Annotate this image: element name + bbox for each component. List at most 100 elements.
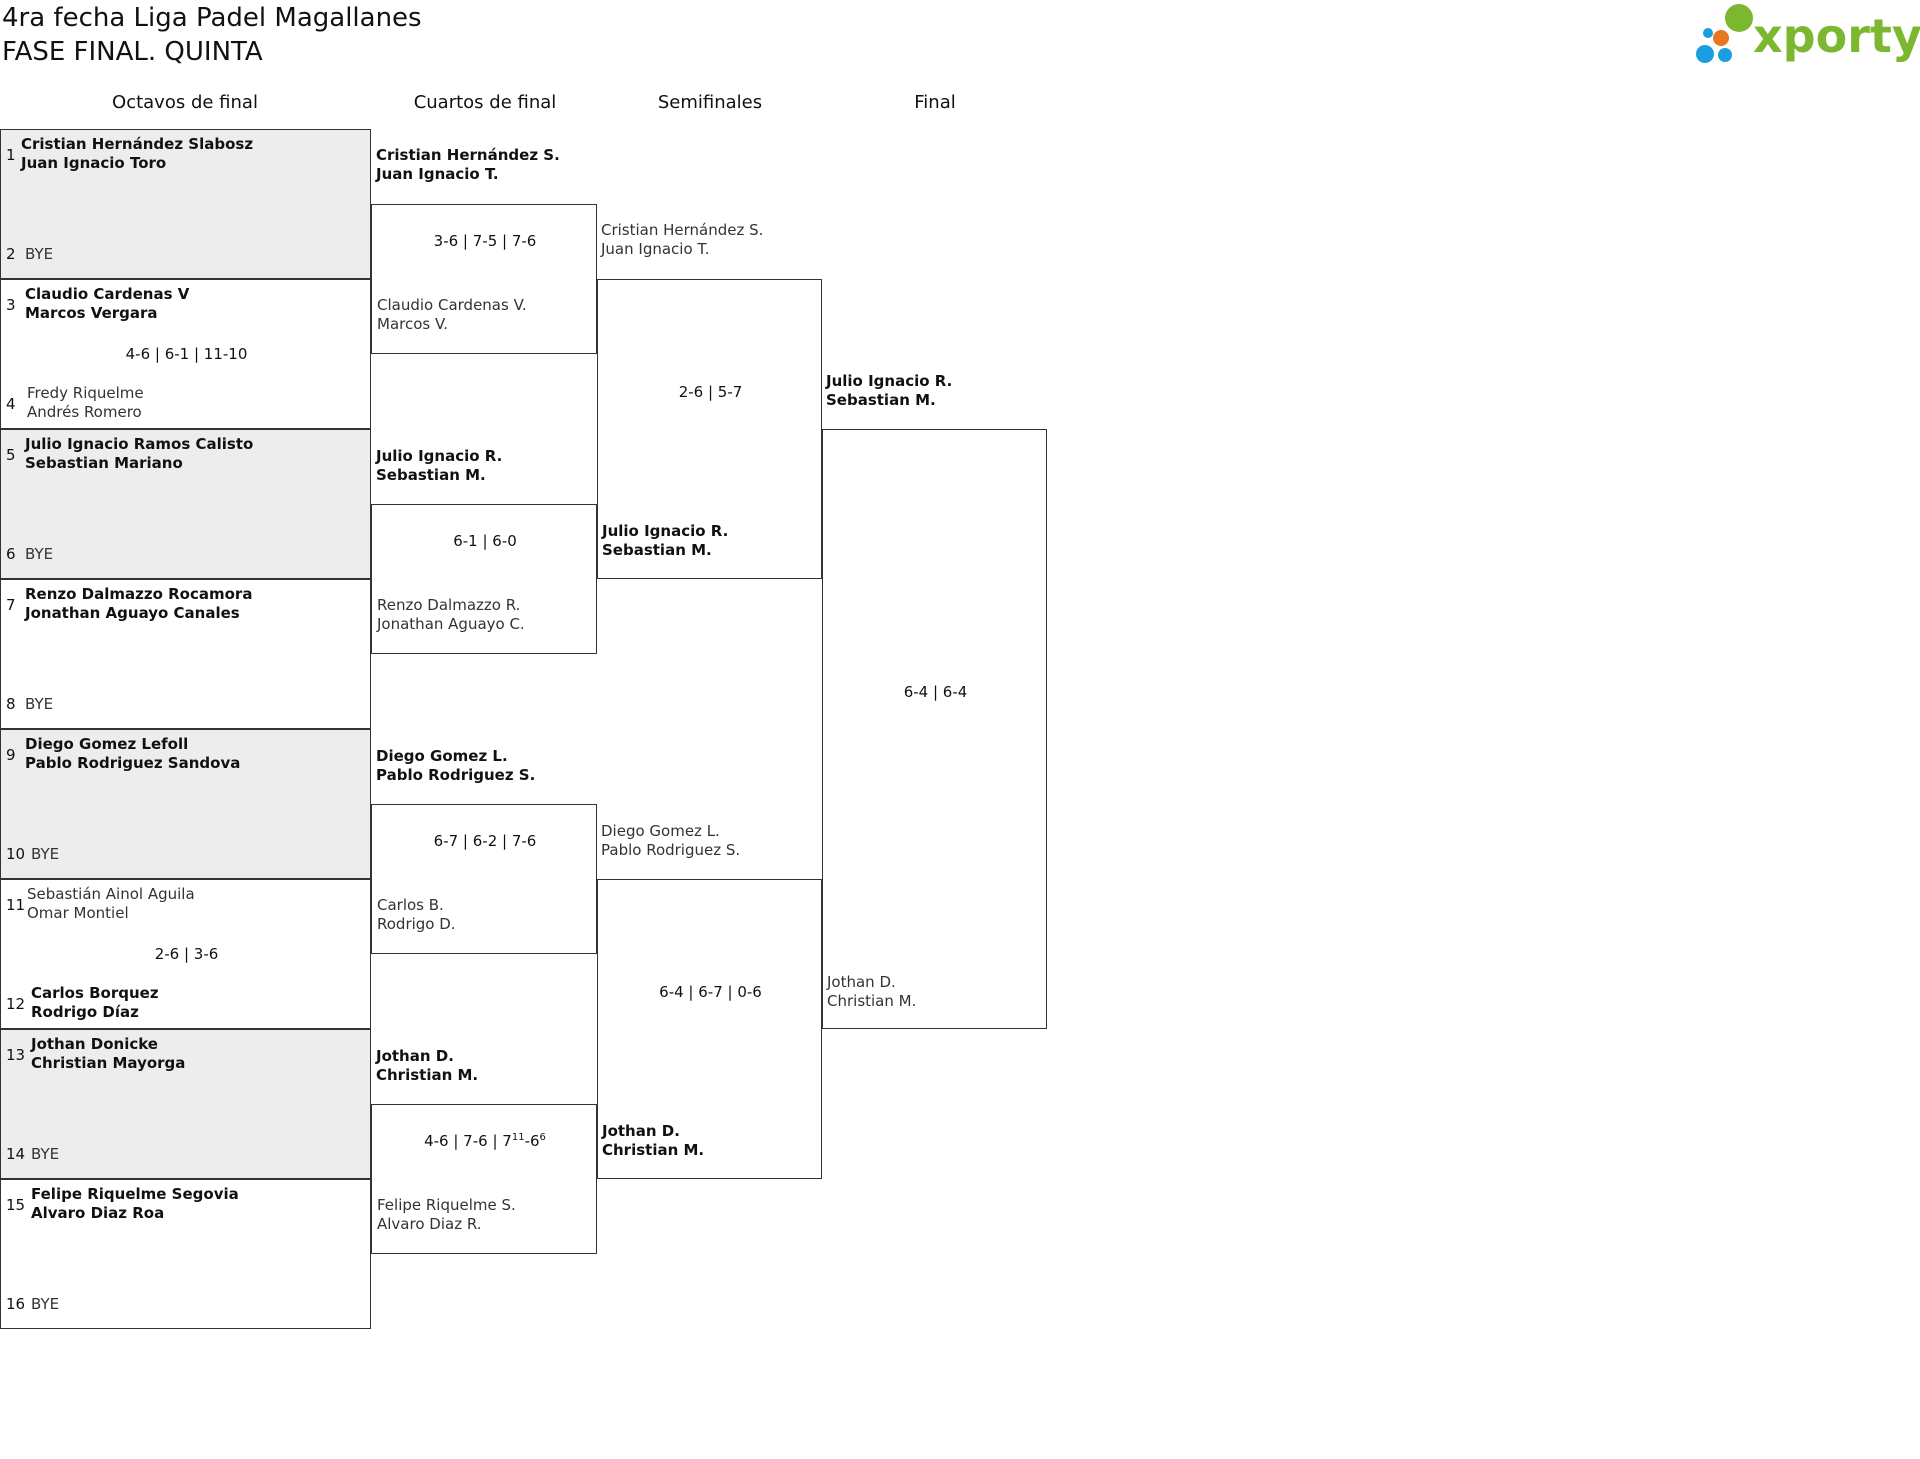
qf-match-1: 3-6 | 7-5 | 7-6 Claudio Cardenas V.Marco…	[371, 204, 597, 354]
seed: 15	[6, 1196, 26, 1214]
match-score: 3-6 | 7-5 | 7-6	[433, 232, 537, 250]
player: Cristian Hernández S.	[601, 221, 764, 239]
team-b: BYE	[25, 545, 54, 563]
logo-dot-blue-small	[1718, 48, 1732, 62]
team-b: BYE	[31, 845, 60, 863]
round-header-sf: Semifinales	[657, 92, 763, 113]
logo-dot-green	[1725, 4, 1753, 32]
player: Christian M.	[827, 992, 917, 1010]
player: Sebastian Mariano	[25, 454, 183, 472]
round-header-r16: Octavos de final	[112, 92, 258, 113]
sf-match-2: 6-4 | 6-7 | 0-6 Jothan D.Christian M.	[597, 879, 822, 1179]
seed: 1	[6, 146, 16, 164]
player: Marcos V.	[377, 315, 449, 333]
player: Felipe Riquelme Segovia	[31, 1185, 239, 1203]
round-header-qf: Cuartos de final	[413, 92, 557, 113]
team-b: BYE	[31, 1295, 60, 1313]
player: Sebastian M.	[376, 466, 486, 484]
player: Rodrigo D.	[377, 915, 456, 933]
player: Christian Mayorga	[31, 1054, 186, 1072]
qf1-team-a: Cristian Hernández S.Juan Ignacio T.	[376, 146, 560, 184]
player: Renzo Dalmazzo Rocamora	[25, 585, 253, 603]
player: Cristian Hernández Slabosz	[21, 135, 254, 153]
qf4-team-b: Felipe Riquelme S.Alvaro Diaz R.	[377, 1196, 516, 1234]
player: Juan Ignacio Toro	[21, 154, 167, 172]
seed: 11	[6, 896, 26, 914]
player: Pablo Rodriguez S.	[601, 841, 741, 859]
player: Juan Ignacio T.	[601, 240, 710, 258]
round-header-final: Final	[914, 92, 956, 113]
player: Jothan D.	[602, 1122, 680, 1140]
player: Andrés Romero	[27, 403, 142, 421]
qf4-team-a: Jothan D.Christian M.	[376, 1047, 478, 1085]
player: Carlos Borquez	[31, 984, 159, 1002]
final-team-b: Jothan D.Christian M.	[827, 973, 916, 1011]
match-score: 6-1 | 6-0	[453, 532, 517, 550]
player: Omar Montiel	[27, 904, 129, 922]
seed: 13	[6, 1046, 26, 1064]
seed: 4	[6, 395, 16, 413]
player: Jothan Donicke	[31, 1035, 158, 1053]
logo-dot-blue-tiny	[1703, 28, 1713, 38]
qf2-team-a: Julio Ignacio R.Sebastian M.	[376, 447, 502, 485]
player: Alvaro Diaz R.	[377, 1215, 482, 1233]
match-score: 4-6 | 6-1 | 11-10	[125, 345, 248, 363]
player: Cristian Hernández S.	[376, 146, 560, 164]
page-subtitle: FASE FINAL. QUINTA	[2, 37, 263, 67]
sf2-team-a: Diego Gomez L.Pablo Rodriguez S.	[601, 822, 740, 860]
player: Julio Ignacio R.	[826, 372, 953, 390]
qf3-team-a: Diego Gomez L.Pablo Rodriguez S.	[376, 747, 535, 785]
player: Diego Gomez Lefoll	[25, 735, 189, 753]
player: Christian M.	[602, 1141, 705, 1159]
qf-match-2: 6-1 | 6-0 Renzo Dalmazzo R.Jonathan Agua…	[371, 504, 597, 654]
seed: 3	[6, 296, 16, 314]
xporty-logo: xporty	[1696, 4, 1920, 63]
player: Jothan D.	[827, 973, 896, 991]
player: Jothan D.	[376, 1047, 454, 1065]
qf1-team-b: Claudio Cardenas V.Marcos V.	[377, 296, 527, 334]
player: Sebastian M.	[602, 541, 712, 559]
player: Felipe Riquelme S.	[377, 1196, 516, 1214]
final-team-a: Julio Ignacio R.Sebastian M.	[826, 372, 952, 410]
seed: 10	[6, 845, 26, 863]
qf-match-3: 6-7 | 6-2 | 7-6 Carlos B.Rodrigo D.	[371, 804, 597, 954]
team-b: BYE	[25, 245, 54, 263]
player: Diego Gomez L.	[601, 822, 720, 840]
sf1-team-a: Cristian Hernández S.Juan Ignacio T.	[601, 221, 763, 259]
seed: 12	[6, 995, 26, 1013]
player: Fredy Riquelme	[27, 384, 144, 402]
match-score: 4-6 | 7-6 | 711-66	[424, 1132, 546, 1150]
player: Pablo Rodriguez Sandova	[25, 754, 241, 772]
player: Juan Ignacio T.	[376, 165, 499, 183]
sf1-team-b: Julio Ignacio R.Sebastian M.	[602, 522, 728, 560]
seed: 16	[6, 1295, 26, 1313]
player: Marcos Vergara	[25, 304, 158, 322]
qf2-team-b: Renzo Dalmazzo R.Jonathan Aguayo C.	[377, 596, 525, 634]
player: Julio Ignacio Ramos Calisto	[25, 435, 254, 453]
player: Jonathan Aguayo C.	[377, 615, 525, 633]
match-score: 6-7 | 6-2 | 7-6	[433, 832, 537, 850]
logo-text: xporty	[1753, 9, 1920, 63]
player: Jonathan Aguayo Canales	[25, 604, 240, 622]
player: Pablo Rodriguez S.	[376, 766, 536, 784]
seed: 5	[6, 446, 16, 464]
player: Julio Ignacio R.	[602, 522, 729, 540]
match-score: 6-4 | 6-4	[903, 683, 968, 701]
